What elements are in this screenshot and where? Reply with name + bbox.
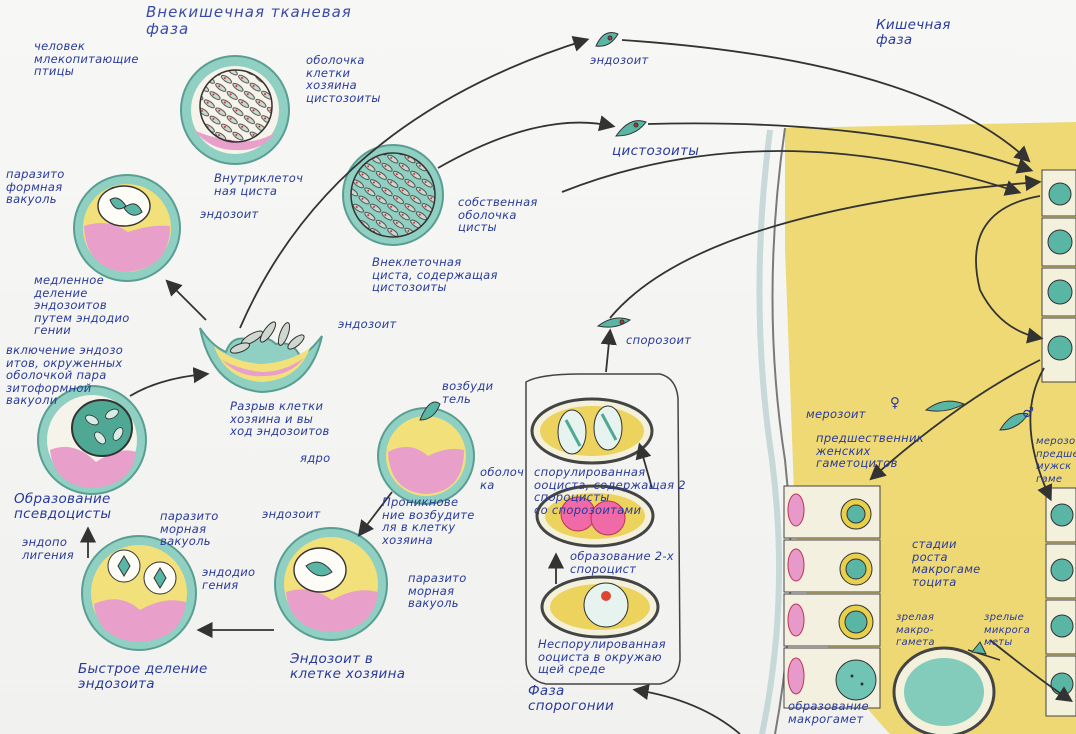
label-endozoite-in-cell: Эндозоит в клетке хозяина bbox=[290, 651, 406, 682]
extracellular-cyst bbox=[342, 144, 444, 246]
phase-title-intestinal: Кишечная фаза bbox=[876, 17, 951, 48]
arrows bbox=[79, 36, 1073, 734]
label-enclosing: включение эндозо итов, окруженных оболоч… bbox=[6, 343, 124, 407]
label-slow-division: медленное деление эндозоитов путем эндод… bbox=[34, 273, 130, 337]
phase-title-sporogony: Фаза спорогонии bbox=[528, 683, 615, 714]
label-male-symbol: ♂ bbox=[1022, 405, 1035, 421]
pseudocyst-cell bbox=[37, 385, 147, 495]
label-sporulated-oocyst: спорулированная ооциста, содержащая 2 сп… bbox=[534, 465, 686, 517]
label-nucleus: ядро bbox=[300, 451, 331, 465]
label-sporozoite: спорозоит bbox=[626, 333, 692, 347]
oocyst-panel bbox=[525, 373, 681, 685]
label-merozoite: мерозоит bbox=[806, 407, 866, 421]
endozoite-in-host-cell bbox=[274, 527, 388, 641]
label-hosts: человек млекопитающие птицы bbox=[34, 39, 139, 78]
label-pseudocyst: Образование псевдоцисты bbox=[14, 491, 112, 522]
label-parasitophorous-vacuole-1: паразито формная вакуоль bbox=[6, 167, 65, 206]
label-female-symbol: ♀ bbox=[890, 395, 901, 411]
label-unsporulated-oocyst: Неспорулированная ооциста в окружаю щей … bbox=[538, 637, 666, 676]
macrogametocyte-cells bbox=[783, 485, 881, 709]
label-endodiogeny: эндодио гения bbox=[202, 565, 256, 592]
label-parasitophorous-vacuole-3: паразито морная вакуоль bbox=[408, 571, 467, 610]
label-endozoite-top: эндозоит bbox=[590, 53, 649, 67]
label-shell: оболоч ка bbox=[480, 465, 525, 492]
intracellular-cyst bbox=[180, 55, 290, 165]
label-pathogen: возбуди тель bbox=[442, 379, 494, 406]
label-female-gametocyte-precursors: предшественник женских гаметоцитов bbox=[816, 431, 924, 470]
label-endozoite-mid: эндозоит bbox=[262, 507, 321, 521]
label-penetration: Проникнове ние возбудите ля в клетку хоз… bbox=[382, 495, 475, 547]
label-endopolygeny: эндопо лигения bbox=[22, 535, 74, 562]
label-endozoite-1: эндозоит bbox=[200, 207, 259, 221]
label-macrogametocyte-growth: стадии роста макрогаме тоцита bbox=[912, 537, 981, 589]
slow-division-cell bbox=[73, 174, 181, 282]
label-extracellular-cyst: Внеклеточная циста, содержащая цистозоит… bbox=[372, 255, 498, 294]
free-zoites bbox=[595, 32, 1029, 431]
label-parasitophorous-vacuole-2: паразито морная вакуоль bbox=[160, 509, 219, 548]
label-mature-macrogamete: зрелая макро- гамета bbox=[896, 612, 935, 648]
label-endozoite-rupture: эндозоит bbox=[338, 317, 397, 331]
label-host-cell-membrane: оболочка клетки хозяина bbox=[306, 53, 365, 92]
right-enterocytes bbox=[1041, 169, 1076, 717]
label-fast-division: Быстрое деление эндозоита bbox=[78, 661, 208, 692]
label-cyst-own-membrane: собственная оболочка цисты bbox=[458, 195, 538, 234]
label-male-gametocyte-precursors: мерозо предше мужск гаме bbox=[1036, 436, 1076, 485]
label-cystozoites-1: цистозоиты bbox=[306, 91, 381, 105]
label-macrogamete-formation: образование макрогамет bbox=[788, 699, 869, 726]
host-cell-rupture bbox=[199, 321, 323, 394]
label-host-cell-rupture: Разрыв клетки хозяина и вы ход эндозоито… bbox=[230, 399, 330, 438]
phase-title-tissue: Внекишечная тканевая фаза bbox=[146, 3, 352, 38]
label-two-sporocysts: образование 2-х спороцист bbox=[570, 549, 674, 576]
pathogen-cell bbox=[377, 401, 475, 505]
label-mature-microgametes: зрелые микрога меты bbox=[984, 612, 1031, 648]
mature-macrogamete bbox=[892, 641, 1001, 734]
label-cystozoites-top: цистозоиты bbox=[612, 143, 700, 159]
label-intracellular-cyst: Внутриклеточ ная циста bbox=[214, 171, 304, 198]
fast-division-cell bbox=[81, 535, 197, 651]
